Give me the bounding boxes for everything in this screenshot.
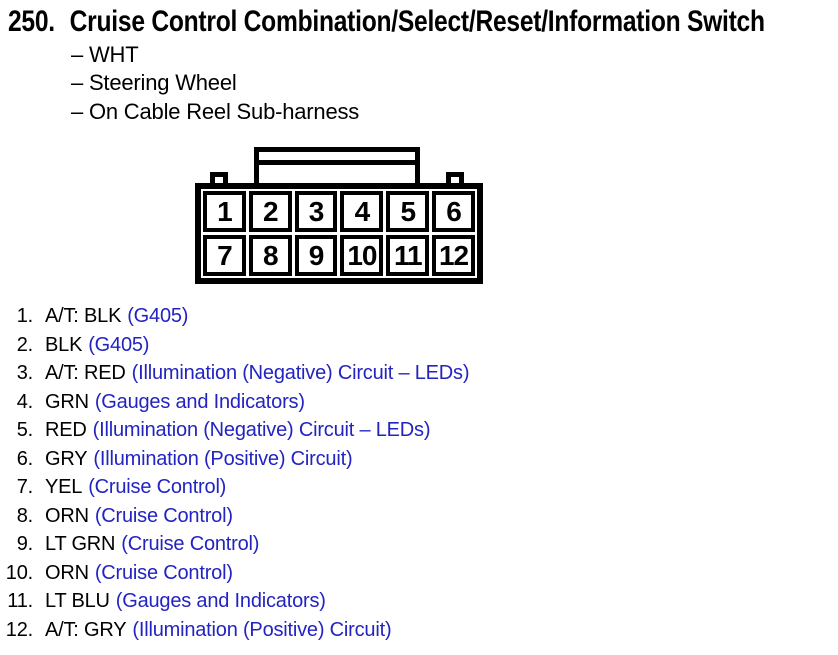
pin-number: 4. bbox=[16, 390, 33, 413]
connector-latch bbox=[254, 147, 420, 185]
subitem-list: – WHT – Steering Wheel– On Cable Reel Sub… bbox=[71, 41, 359, 126]
pin-wire-color: YEL(Cruise Control) bbox=[45, 476, 227, 498]
pin-wire-color: RED(Illumination (Negative) Circuit – LE… bbox=[45, 419, 431, 441]
pin-list-item: 9. LT GRN(Cruise Control) bbox=[0, 530, 469, 559]
pin-number: 3. bbox=[16, 362, 33, 384]
pin-list-item: 11. LT BLU(Gauges and Indicators) bbox=[0, 587, 469, 616]
pin-cell: 6 bbox=[432, 191, 475, 232]
subitem: – WHT bbox=[71, 42, 139, 67]
pin-list-item: 1. A/T: BLK(G405) bbox=[0, 302, 469, 331]
pin-cell: 11 bbox=[386, 235, 430, 276]
pin-wire-color: A/T: GRY(Illumination (Positive) Circuit… bbox=[45, 618, 392, 641]
pin-wire-color: BLK(G405) bbox=[45, 333, 150, 356]
pin-list-item: 2. BLK(G405) bbox=[0, 331, 469, 360]
pin-circuit-name: (Cruise Control) bbox=[94, 504, 233, 527]
pin-wire-color: ORN(Cruise Control) bbox=[45, 504, 233, 527]
pin-list-item: 4. GRN(Gauges and Indicators) bbox=[0, 388, 469, 417]
pin-cell: 4 bbox=[340, 191, 384, 232]
pin-number: 1. bbox=[16, 305, 33, 327]
pin-circuit-name: (Illumination (Negative) Circuit – LEDs) bbox=[131, 362, 470, 384]
pin-list-item: 12. A/T: GRY(Illumination (Positive) Circ… bbox=[0, 616, 469, 645]
pin-list-item: 7. YEL(Cruise Control) bbox=[0, 473, 469, 502]
pin-circuit-name: (Cruise Control) bbox=[121, 533, 260, 555]
pin-circuit-name: (Illumination (Positive) Circuit) bbox=[93, 447, 353, 470]
pin-wire-color: GRY(Illumination (Positive) Circuit) bbox=[45, 447, 353, 470]
pin-circuit-name: (Cruise Control) bbox=[94, 561, 233, 584]
pin-circuit-name: (Gauges and Indicators) bbox=[94, 390, 305, 413]
pin-wire-color: LT GRN(Cruise Control) bbox=[45, 533, 260, 555]
pin-wire-color: ORN(Cruise Control) bbox=[45, 561, 233, 584]
pin-number: 6. bbox=[16, 447, 33, 470]
pin-cell: 8 bbox=[248, 235, 292, 276]
pin-cell: 2 bbox=[248, 191, 292, 232]
pin-wire-color: A/T: BLK(G405) bbox=[45, 305, 189, 327]
section-number: 250. bbox=[8, 5, 55, 38]
pin-circuit-name: (G405) bbox=[127, 305, 189, 327]
pin-cell: 7 bbox=[203, 235, 246, 276]
pin-number: 11. bbox=[7, 590, 33, 612]
pin-cell: 9 bbox=[294, 235, 338, 276]
pin-list-item: 5. RED(Illumination (Negative) Circuit – … bbox=[0, 416, 469, 445]
pin-cell: 10 bbox=[340, 235, 384, 276]
section-title: Cruise Control Combination/Select/Reset/… bbox=[69, 5, 765, 38]
pin-list-item: 8. ORN(Cruise Control) bbox=[0, 502, 469, 531]
pin-number: 2. bbox=[16, 333, 33, 356]
pin-number: 12. bbox=[5, 618, 33, 641]
pin-wire-color: LT BLU(Gauges and Indicators) bbox=[45, 590, 326, 612]
pin-circuit-name: (Illumination (Positive) Circuit) bbox=[132, 618, 392, 641]
pin-number: 10. bbox=[5, 561, 33, 584]
pin-number: 9. bbox=[16, 533, 33, 555]
connector-tab-right bbox=[446, 172, 464, 185]
subitem: – Steering Wheel bbox=[71, 70, 237, 96]
pin-wire-color: GRN(Gauges and Indicators) bbox=[45, 390, 305, 413]
pin-list: 1. A/T: BLK(G405) 2. BLK(G405) 3. A/T: RED(Il… bbox=[0, 302, 470, 645]
pin-cell: 12 bbox=[432, 235, 475, 276]
pin-list-item: 6. GRY(Illumination (Positive) Circuit) bbox=[0, 445, 469, 474]
pin-number: 5. bbox=[16, 419, 33, 441]
subitem: – On Cable Reel Sub-harness bbox=[71, 98, 360, 124]
pin-list-item: 3. A/T: RED(Illumination (Negative) Circu… bbox=[0, 359, 470, 388]
pin-number: 8. bbox=[16, 504, 33, 527]
pin-circuit-name: (G405) bbox=[88, 333, 150, 356]
pin-cell: 1 bbox=[203, 191, 246, 232]
page-title: 250. Cruise Control Combination/Select/R… bbox=[8, 5, 765, 39]
pin-cell: 5 bbox=[386, 191, 430, 232]
pin-cell: 3 bbox=[294, 191, 338, 232]
pin-list-item: 10. ORN(Cruise Control) bbox=[0, 559, 469, 588]
connector-latch-ridge bbox=[259, 160, 415, 165]
pin-circuit-name: (Cruise Control) bbox=[88, 476, 227, 498]
pin-circuit-name: (Gauges and Indicators) bbox=[115, 590, 326, 612]
pin-number: 7. bbox=[16, 476, 33, 498]
pin-wire-color: A/T: RED(Illumination (Negative) Circuit… bbox=[45, 362, 470, 384]
connector-tab-left bbox=[210, 172, 228, 185]
pin-circuit-name: (Illumination (Negative) Circuit – LEDs) bbox=[92, 419, 431, 441]
